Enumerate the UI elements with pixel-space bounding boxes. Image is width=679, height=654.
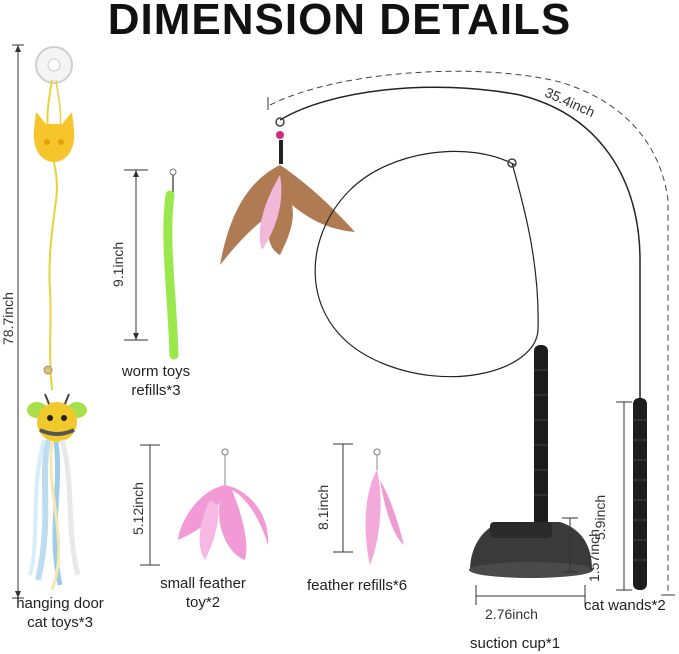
small-feather-length-label: 5.12inch (130, 482, 146, 535)
feather-refills-length-label: 8.1inch (315, 484, 331, 530)
feather-refills-label: feather refills*6 (307, 577, 408, 594)
suction-cup-base (469, 517, 593, 605)
worm-toy-name-1: worm toys (121, 363, 191, 380)
worm-toy (124, 168, 179, 360)
small-feather-label: small feather toy*2 (146, 574, 260, 612)
suction-cup-label: suction cup*1 (470, 635, 561, 652)
worm-icon (163, 190, 179, 360)
cat-wands (220, 70, 675, 596)
worm-toy-label: worm toys refills*3 (98, 362, 214, 400)
feather-refill (333, 443, 404, 565)
hanging-toy-label: hanging door cat toys*3 (0, 594, 120, 632)
worm-length-label: 9.1inch (110, 241, 126, 287)
cat-head-icon (33, 112, 75, 162)
small-feather-toy (140, 444, 269, 566)
brown-feather-icon (220, 165, 355, 265)
wand-handle-length-label: 5.9inch (592, 494, 608, 540)
hanging-toy-name-1: hanging door (16, 595, 104, 612)
wand-handle-icon (633, 398, 647, 590)
pink-feather-icon (365, 470, 381, 565)
feather-icon (178, 485, 269, 560)
cat-wands-label: cat wands*2 (584, 597, 666, 614)
hanging-length-label: 78.7inch (0, 292, 16, 345)
small-feather-name-2: toy*2 (185, 594, 221, 611)
hanging-door-toy (12, 44, 87, 599)
worm-toy-name-2: refills*3 (131, 382, 181, 399)
suction-cup-width-label: 2.76inch (485, 606, 538, 622)
page-title: DIMENSION DETAILS (107, 0, 572, 44)
hanging-toy-name-2: cat toys*3 (27, 614, 93, 631)
small-feather-name-1: small feather (160, 575, 246, 592)
